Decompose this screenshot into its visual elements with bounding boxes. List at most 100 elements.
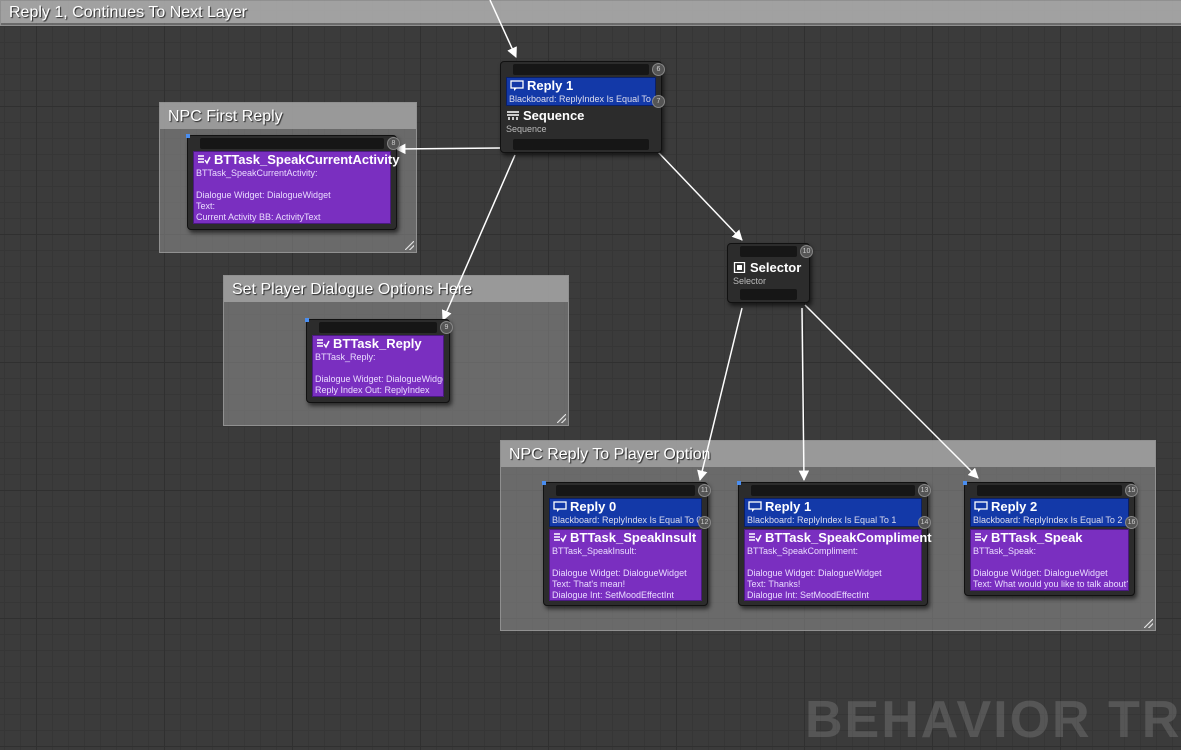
task-line: Dialogue Widget: DialogueWidget bbox=[747, 568, 882, 578]
decorator-title: Reply 0 bbox=[550, 499, 701, 514]
composite-title: Selector bbox=[728, 260, 809, 276]
decorator-index-badge: 16 bbox=[1125, 516, 1138, 529]
decorator-blackboard[interactable]: Reply 1 Blackboard: ReplyIndex Is Equal … bbox=[744, 498, 922, 527]
composite-body: Sequence Sequence bbox=[501, 108, 661, 135]
task-line: BTTask_SpeakCurrentActivity: bbox=[196, 168, 318, 178]
speech-bubble-icon bbox=[510, 80, 524, 91]
decorator-subtitle: Blackboard: ReplyIndex Is Equal To 1 bbox=[747, 515, 897, 525]
task-body[interactable]: BTTask_SpeakCompliment BTTask_SpeakCompl… bbox=[744, 529, 932, 601]
decorator-title-text: Reply 1 bbox=[527, 78, 574, 93]
task-line: BTTask_Reply: bbox=[315, 352, 376, 362]
wire-sequence-to-selector bbox=[657, 151, 743, 241]
task-list-icon bbox=[975, 533, 988, 543]
task-line: Text: That's mean! bbox=[552, 579, 626, 589]
behavior-tree-watermark: BEHAVIOR TREE bbox=[805, 691, 1181, 749]
task-line bbox=[971, 557, 1128, 568]
composite-title-text: Selector bbox=[750, 260, 802, 275]
execution-index-badge: 8 bbox=[387, 137, 400, 150]
task-list-icon bbox=[317, 339, 330, 349]
selector-icon bbox=[733, 262, 746, 273]
decorator-subtitle: Blackboard: ReplyIndex Is Equal To 2 bbox=[973, 515, 1123, 525]
task-line bbox=[194, 179, 390, 190]
sequence-icon bbox=[507, 111, 519, 120]
composite-subtitle: Sequence bbox=[506, 124, 547, 134]
comment-top[interactable]: Reply 1, Continues To Next Layer bbox=[0, 0, 1181, 26]
task-line: Text: What would you like to talk about? bbox=[973, 579, 1128, 589]
comment-title: Set Player Dialogue Options Here bbox=[224, 276, 568, 302]
reply-task-node[interactable]: 9 BTTask_Reply BTTask_Reply: Dialogue Wi… bbox=[305, 318, 453, 403]
input-pin[interactable] bbox=[200, 138, 384, 149]
comment-title: NPC First Reply bbox=[160, 103, 416, 129]
execution-index-badge: 15 bbox=[1125, 484, 1138, 497]
decorator-title-text: Reply 0 bbox=[570, 499, 617, 514]
task-line: BTTask_SpeakInsult: bbox=[552, 546, 637, 556]
resize-handle[interactable] bbox=[405, 241, 414, 250]
output-pin[interactable] bbox=[513, 139, 649, 150]
reply2-node[interactable]: 15 Reply 2 Blackboard: ReplyIndex Is Equ… bbox=[963, 481, 1138, 596]
breakpoint-marker bbox=[542, 481, 546, 485]
decorator-index-badge: 12 bbox=[698, 516, 711, 529]
comment-title: Reply 1, Continues To Next Layer bbox=[1, 1, 1181, 23]
composite-subtitle: Selector bbox=[733, 276, 767, 286]
task-line bbox=[745, 557, 921, 568]
input-pin[interactable] bbox=[319, 322, 437, 333]
task-line: Current Activity BB: ActivityText bbox=[196, 212, 321, 222]
task-line: Text: Thanks! bbox=[747, 579, 801, 589]
task-body[interactable]: BTTask_SpeakCurrentActivity BTTask_Speak… bbox=[193, 151, 399, 224]
task-list-icon bbox=[554, 533, 567, 543]
output-pin[interactable] bbox=[740, 289, 797, 300]
decorator-blackboard[interactable]: Reply 0 Blackboard: ReplyIndex Is Equal … bbox=[549, 498, 702, 527]
breakpoint-marker bbox=[737, 481, 741, 485]
sequence-node[interactable]: 6 Reply 1 Blackboard: ReplyIndex Is Equa… bbox=[500, 61, 665, 153]
task-line: Dialogue Widget: DialogueWidget bbox=[552, 568, 687, 578]
decorator-title: Reply 1 bbox=[507, 78, 655, 93]
composite-body: Selector Selector bbox=[728, 260, 809, 287]
reply0-node[interactable]: 11 Reply 0 Blackboard: ReplyIndex Is Equ… bbox=[542, 481, 711, 606]
task-line: BTTask_Speak: bbox=[973, 546, 1037, 556]
input-pin[interactable] bbox=[513, 64, 649, 75]
task-line: BTTask_SpeakCompliment: bbox=[747, 546, 859, 556]
task-title: BTTask_Reply bbox=[313, 336, 443, 352]
decorator-blackboard[interactable]: Reply 1 Blackboard: ReplyIndex Is Equal … bbox=[506, 77, 656, 106]
decorator-title-text: Reply 1 bbox=[765, 499, 812, 514]
task-line: Text: bbox=[196, 201, 216, 211]
selector-node[interactable]: 10 Selector Selector bbox=[727, 243, 813, 303]
resize-handle[interactable] bbox=[557, 414, 566, 423]
decorator-blackboard[interactable]: Reply 2 Blackboard: ReplyIndex Is Equal … bbox=[970, 498, 1129, 527]
speech-bubble-icon bbox=[974, 501, 988, 512]
task-title-text: BTTask_SpeakInsult bbox=[570, 530, 697, 545]
task-title: BTTask_SpeakCurrentActivity bbox=[194, 152, 399, 168]
task-list-icon bbox=[198, 155, 211, 165]
reply1-node[interactable]: 13 Reply 1 Blackboard: ReplyIndex Is Equ… bbox=[737, 481, 932, 606]
resize-handle[interactable] bbox=[1144, 619, 1153, 628]
execution-index-badge: 10 bbox=[800, 245, 813, 258]
decorator-subtitle: Blackboard: ReplyIndex Is Equal To 1 bbox=[509, 94, 655, 104]
task-title: BTTask_Speak bbox=[971, 530, 1128, 546]
task-title-text: BTTask_Speak bbox=[991, 530, 1083, 545]
decorator-subtitle: Blackboard: ReplyIndex Is Equal To 0 bbox=[552, 515, 701, 525]
task-line: Dialogue Widget: DialogueWidget bbox=[973, 568, 1108, 578]
input-pin[interactable] bbox=[556, 485, 695, 496]
task-body[interactable]: BTTask_SpeakInsult BTTask_SpeakInsult: D… bbox=[549, 529, 702, 601]
decorator-title-text: Reply 2 bbox=[991, 499, 1038, 514]
task-line: Dialogue Int: SetMoodEffectInt bbox=[747, 590, 869, 600]
input-pin[interactable] bbox=[740, 246, 797, 257]
speech-bubble-icon bbox=[553, 501, 567, 512]
task-line: Dialogue Widget: DialogueWidget bbox=[196, 190, 331, 200]
execution-index-badge: 9 bbox=[440, 321, 453, 334]
task-body[interactable]: BTTask_Reply BTTask_Reply: Dialogue Widg… bbox=[312, 335, 444, 397]
input-pin[interactable] bbox=[977, 485, 1122, 496]
task-line: Dialogue Widget: DialogueWidget bbox=[315, 374, 443, 384]
speech-bubble-icon bbox=[748, 501, 762, 512]
task-body[interactable]: BTTask_Speak BTTask_Speak: Dialogue Widg… bbox=[970, 529, 1129, 591]
comment-title: NPC Reply To Player Option bbox=[501, 441, 1155, 467]
input-pin[interactable] bbox=[751, 485, 915, 496]
composite-title: Sequence bbox=[501, 108, 661, 124]
decorator-index-badge: 7 bbox=[652, 95, 665, 108]
task-line bbox=[550, 557, 701, 568]
breakpoint-marker bbox=[305, 318, 309, 322]
execution-index-badge: 11 bbox=[698, 484, 711, 497]
composite-title-text: Sequence bbox=[523, 108, 585, 123]
task-title: BTTask_SpeakInsult bbox=[550, 530, 701, 546]
speak-current-activity-node[interactable]: 8 BTTask_SpeakCurrentActivity BTTask_Spe… bbox=[186, 134, 400, 230]
